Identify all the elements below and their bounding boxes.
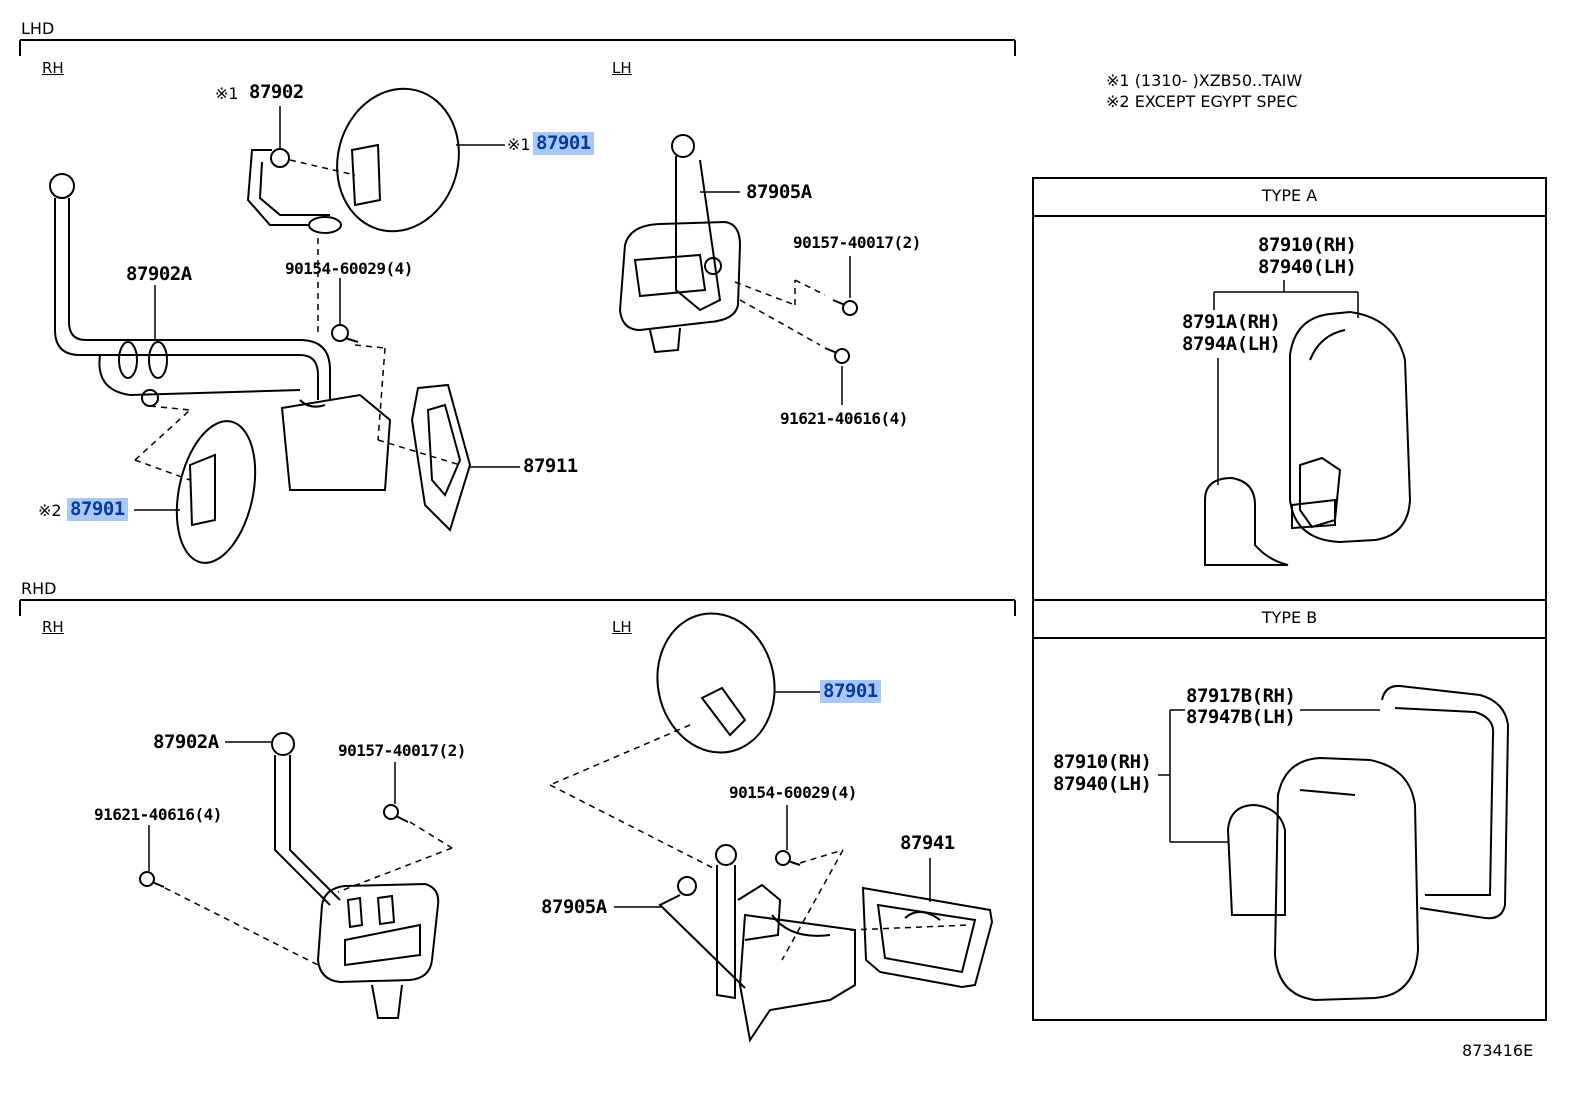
part-87940-lh[interactable]: 87940(LH) [1258,256,1357,278]
lhd-rh-label: RH [42,59,64,77]
part-90157-40017[interactable]: 90157-40017(2) [793,233,921,252]
mark-note-1: ※1 [507,135,531,154]
lhd-lh-mirror-assembly [618,134,858,364]
note-2-mark: ※2 [1106,92,1130,111]
rhd-rh-dashed-guides [164,821,453,966]
note-1: ※1 (1310- )XZB50..TAIW [1106,73,1302,89]
part-87917B-rh[interactable]: 87917B(RH) [1186,685,1296,707]
lhd-lh-leaders [700,191,851,405]
rhd-lh-mirror-assembly [656,612,994,1043]
part-8794A-lh[interactable]: 8794A(LH) [1182,333,1281,355]
type-b-mirror [1226,684,1510,1002]
rhd-lh-dashed-guides [549,724,971,961]
part-87947B-lh[interactable]: 87947B(LH) [1186,706,1296,728]
part-90154-60029[interactable]: 90154-60029(4) [285,259,413,278]
note-1-text: (1310- )XZB50..TAIW [1134,71,1303,90]
lhd-rh-mirror-assembly [49,87,472,564]
rhd-rh-mirror-assembly [139,732,440,1019]
part-87901-highlighted[interactable]: 87901 [533,132,594,155]
type-a-mirror [1204,310,1412,566]
part-87910-rh[interactable]: 87910(RH) [1053,751,1152,773]
part-87902A[interactable]: 87902A [153,731,219,753]
lhd-rh-dashed-guides [134,159,461,481]
mark-note-2: ※2 [38,501,62,520]
section-rhd-title: RHD [21,579,57,598]
part-90154-60029[interactable]: 90154-60029(4) [729,783,857,802]
lhd-bracket [19,39,1016,56]
lhd-lh-label: LH [612,59,632,77]
part-91621-40616[interactable]: 91621-40616(4) [780,409,908,428]
part-87910-rh[interactable]: 87910(RH) [1258,234,1357,256]
part-8791A-rh[interactable]: 8791A(RH) [1182,311,1281,333]
part-87901-highlighted[interactable]: 87901 [67,498,128,521]
lhd-rh-leaders [134,106,520,511]
part-87902A[interactable]: 87902A [126,263,192,285]
lhd-lh-dashed-guides [734,279,826,346]
part-91621-40616[interactable]: 91621-40616(4) [94,805,222,824]
note-2-text: EXCEPT EGYPT SPEC [1134,92,1298,111]
section-lhd-title: LHD [21,19,55,38]
note-2: ※2 EXCEPT EGYPT SPEC [1106,94,1297,110]
type-boxes [1032,177,1547,1021]
rhd-rh-label: RH [42,618,64,636]
rhd-rh-leaders [148,741,396,871]
type-a-title: TYPE A [1261,186,1318,205]
part-87902[interactable]: 87902 [249,81,304,103]
part-87911[interactable]: 87911 [523,455,578,477]
note-1-mark: ※1 [1106,71,1130,90]
part-87905A[interactable]: 87905A [746,181,812,203]
part-90157-40017[interactable]: 90157-40017(2) [338,741,466,760]
diagram-id: 873416E [1462,1041,1534,1060]
type-b-leaders [1158,709,1380,843]
part-87905A[interactable]: 87905A [541,896,607,918]
part-87940-lh[interactable]: 87940(LH) [1053,773,1152,795]
type-a-leaders [1213,280,1359,485]
part-87901-highlighted[interactable]: 87901 [820,680,881,703]
mark-note-1: ※1 [215,84,239,103]
type-b-title: TYPE B [1261,608,1318,627]
rhd-lh-leaders [614,691,931,908]
part-87941[interactable]: 87941 [900,832,955,854]
rhd-bracket [19,599,1016,616]
rhd-lh-label: LH [612,618,632,636]
